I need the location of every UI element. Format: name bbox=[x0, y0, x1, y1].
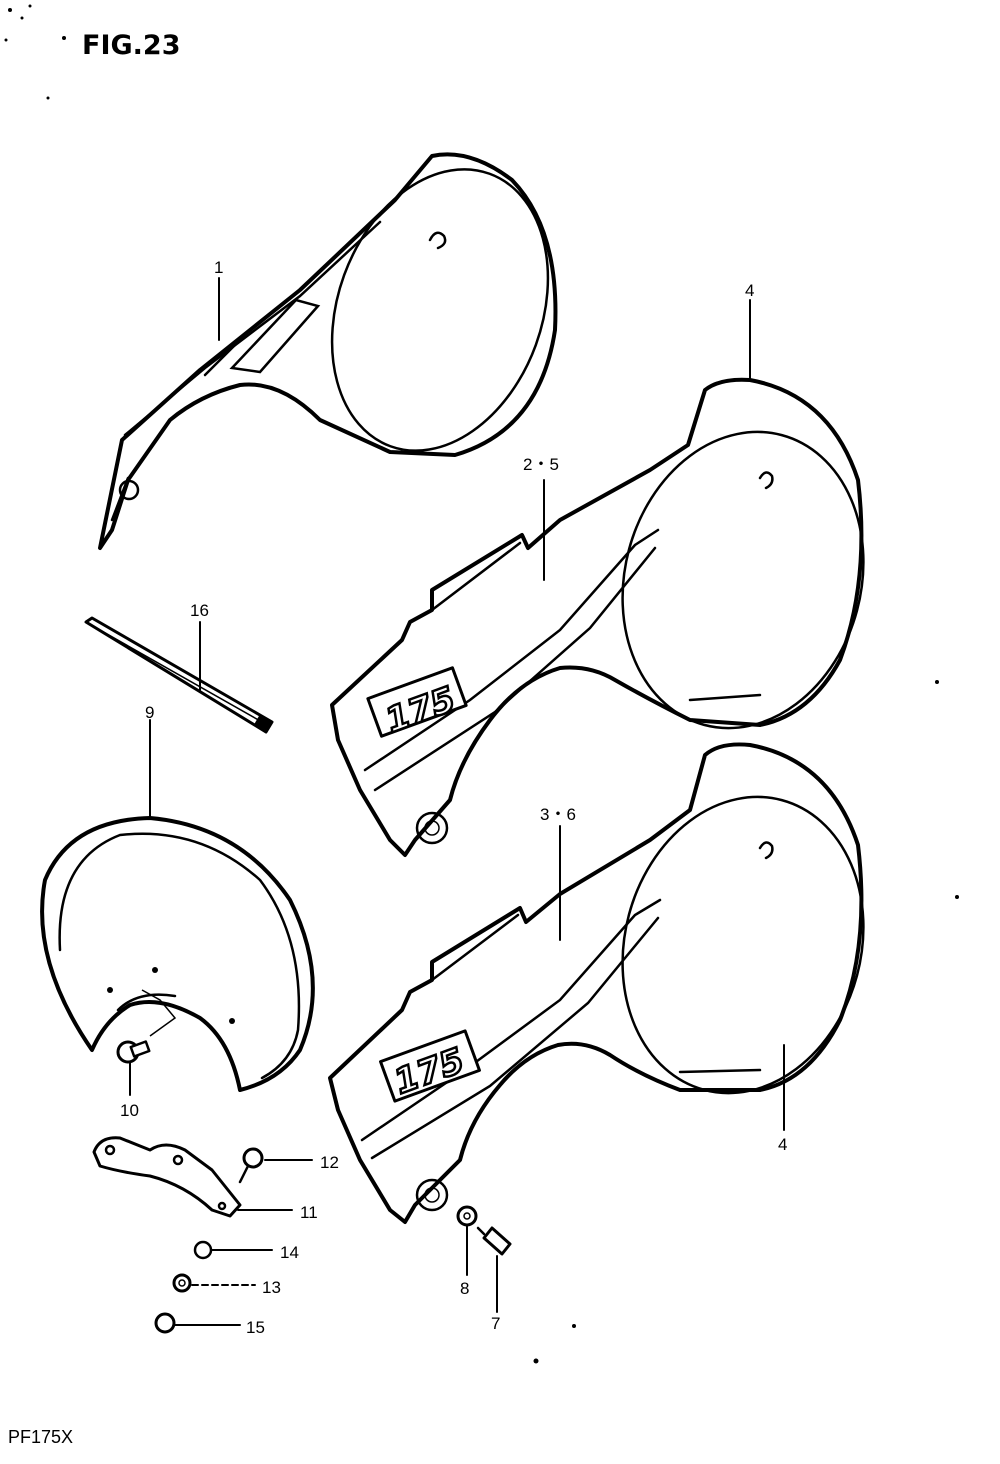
part-12-bolt bbox=[238, 1147, 264, 1184]
part-11-bracket bbox=[92, 1136, 242, 1218]
leader-lines bbox=[129, 277, 785, 1326]
part-10-screw bbox=[116, 1040, 151, 1064]
callout-3-6: 3・6 bbox=[540, 805, 576, 824]
callout-15: 15 bbox=[246, 1318, 265, 1337]
part-7-screw bbox=[476, 1226, 512, 1256]
callout-4-bottom: 4 bbox=[778, 1135, 787, 1154]
callout-2-5: 2・5 bbox=[523, 455, 559, 474]
callout-4-top: 4 bbox=[745, 281, 754, 300]
callout-9: 9 bbox=[145, 703, 154, 722]
part-15-nut bbox=[154, 1312, 176, 1334]
callout-14: 14 bbox=[280, 1243, 299, 1262]
callout-1: 1 bbox=[214, 258, 223, 277]
callout-10: 10 bbox=[120, 1101, 139, 1120]
part-13-nut bbox=[172, 1273, 192, 1293]
callouts: 1 4 2・5 16 9 3・6 4 10 12 11 14 13 15 8 7 bbox=[120, 258, 787, 1337]
part-9-guard bbox=[40, 816, 315, 1092]
scan-noise bbox=[4, 4, 66, 100]
part-16-cable-tie bbox=[84, 616, 274, 734]
part-1-cover bbox=[98, 152, 558, 550]
model-code: PF175X bbox=[8, 1427, 74, 1447]
callout-8: 8 bbox=[460, 1279, 469, 1298]
figure-title: FIG.23 bbox=[82, 30, 181, 61]
part-14-grommet bbox=[193, 1240, 213, 1260]
callout-11: 11 bbox=[300, 1203, 318, 1222]
callout-13: 13 bbox=[262, 1278, 281, 1297]
callout-12: 12 bbox=[320, 1153, 339, 1172]
callout-16: 16 bbox=[190, 601, 209, 620]
callout-7: 7 bbox=[491, 1314, 500, 1333]
part-3-6-side-cover: 175 bbox=[328, 742, 865, 1224]
part-8-washer bbox=[456, 1205, 478, 1227]
